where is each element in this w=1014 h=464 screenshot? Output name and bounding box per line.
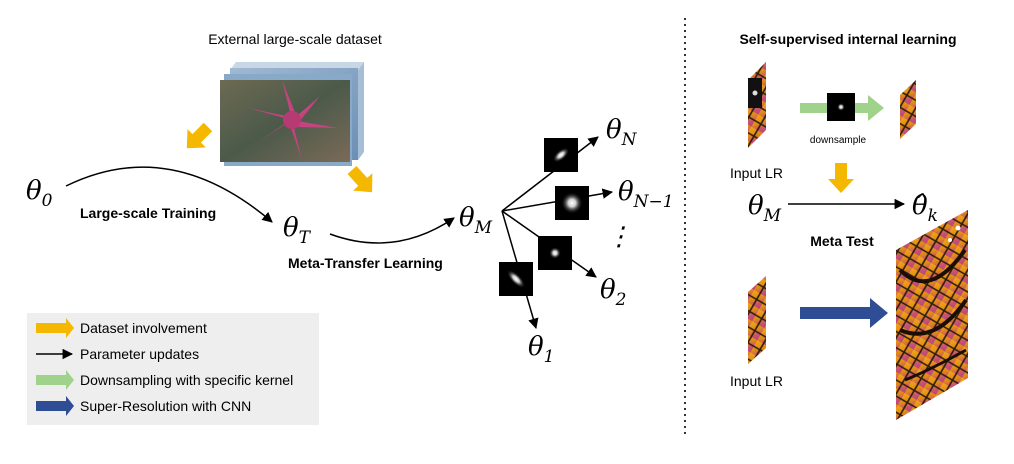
legend: Dataset involvement Parameter updates Do… [27, 313, 319, 425]
input-lr-label-top: Input LR [730, 165, 783, 181]
theta-2: θ2 [600, 275, 626, 310]
input-lr-image-bottom [748, 276, 766, 364]
input-lr-label-bottom: Input LR [730, 373, 783, 389]
dataset-arrow-right [347, 165, 373, 193]
downsampled-image [900, 80, 916, 139]
theta-hat-k: θ̂k [912, 191, 938, 226]
kernel-N-1 [555, 186, 589, 220]
svg-text:Dataset involvement: Dataset involvement [80, 320, 207, 336]
theta-N: θN [606, 115, 638, 150]
legend-item-dataset: Dataset involvement [36, 318, 207, 338]
starfish-shape [248, 80, 338, 160]
downsample-label: downsample [810, 135, 867, 146]
dataset-title: External large-scale dataset [208, 31, 382, 47]
input-lr-image-top [748, 62, 766, 148]
kernel-2 [538, 236, 572, 270]
dataset-arrow-left [186, 122, 213, 149]
meta-test-label: Meta Test [810, 233, 874, 249]
kernel-N [544, 138, 578, 172]
svg-text:Downsampling with specific ker: Downsampling with specific kernel [80, 372, 293, 388]
large-scale-training-label: Large-scale Training [80, 205, 216, 221]
legend-background [27, 313, 319, 425]
branch-ellipsis: ⋮ [606, 222, 632, 252]
dataset-image-stack [220, 62, 364, 166]
legend-item-downsampling: Downsampling with specific kernel [36, 370, 293, 390]
dataset-arrow-down [828, 163, 854, 193]
theta-1: θ1 [528, 332, 554, 367]
meta-transfer-arrow [329, 217, 455, 244]
theta-M: θM [459, 203, 493, 238]
sr-output-image [896, 210, 968, 420]
meta-transfer-label: Meta-Transfer Learning [288, 255, 443, 271]
legend-item-parameter: Parameter updates [36, 346, 199, 362]
theta-N-1: θN−1 [618, 177, 674, 212]
super-resolution-arrow [800, 298, 888, 328]
downsample-kernel [827, 93, 855, 121]
svg-text:Super-Resolution with CNN: Super-Resolution with CNN [80, 398, 251, 414]
self-supervised-title: Self-supervised internal learning [739, 31, 956, 47]
theta-T: θT [283, 213, 312, 248]
svg-text:Parameter updates: Parameter updates [80, 346, 199, 362]
theta-M-test: θM [748, 191, 782, 226]
theta-0: θ0 [26, 176, 53, 211]
legend-item-super-resolution: Super-Resolution with CNN [36, 396, 251, 416]
kernel-1 [499, 262, 533, 296]
large-scale-training-arrow [65, 166, 273, 223]
